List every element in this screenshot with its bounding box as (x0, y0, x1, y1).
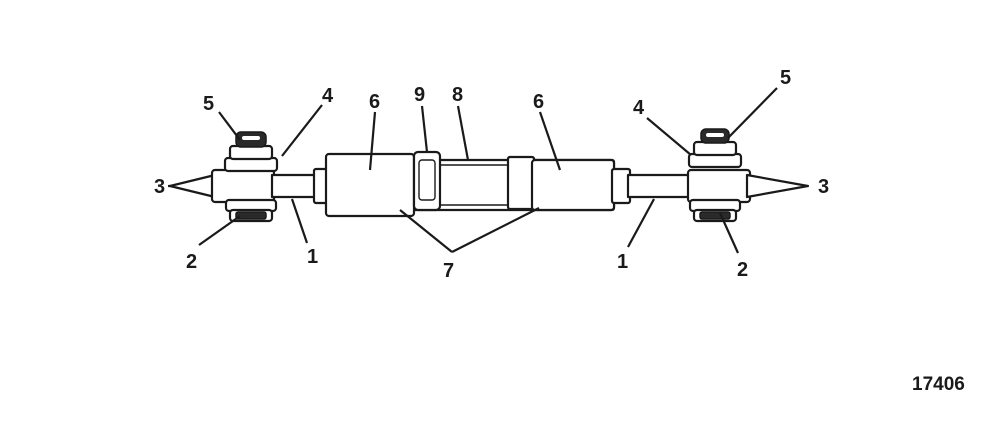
leader-1-left (290, 198, 309, 244)
leader-1-right (627, 198, 655, 248)
callout-6-right: 6 (533, 91, 544, 113)
right-stud-cap-highlight (706, 133, 724, 137)
callout-8: 8 (452, 84, 463, 106)
leader-7-a (399, 209, 453, 253)
leader-4-right (646, 117, 692, 156)
left-rod-end (270, 173, 318, 199)
callout-3-left: 3 (154, 176, 165, 198)
left-top-nut (228, 144, 274, 161)
right-end-assembly (686, 128, 810, 223)
right-adjuster-sleeve (530, 158, 616, 212)
left-eye-block (210, 168, 276, 204)
callout-5-right: 5 (780, 67, 791, 89)
leader-7-b (451, 207, 540, 253)
leader-2-left (198, 215, 241, 246)
figure-number: 17406 (912, 374, 965, 395)
callout-1-left: 1 (307, 246, 318, 268)
callout-5-left: 5 (203, 93, 214, 115)
leader-6-right (538, 111, 562, 171)
callout-3-right: 3 (818, 176, 829, 198)
leader-8 (456, 105, 470, 161)
left-end-assembly (168, 131, 279, 223)
left-bottom-nut-hex (235, 211, 267, 220)
leader-5-right (727, 87, 778, 139)
callout-2-right: 2 (737, 259, 748, 281)
right-top-nut (692, 140, 738, 157)
right-rod-end (626, 173, 692, 199)
callout-2-left: 2 (186, 251, 197, 273)
callout-labels: 5 4 6 9 8 6 4 5 3 3 2 1 7 1 2 (154, 67, 829, 282)
right-sleeve-collar (506, 155, 536, 211)
left-pointed-tip (168, 173, 217, 199)
callout-1-right: 1 (617, 251, 628, 273)
jam-nut-face (418, 159, 436, 201)
callout-7: 7 (443, 260, 454, 282)
callout-9: 9 (414, 84, 425, 106)
leader-5-left (218, 111, 241, 141)
callout-4-right: 4 (633, 97, 645, 119)
leader-2-right (718, 212, 740, 254)
center-tube-assembly (324, 150, 616, 218)
left-stud-cap-highlight (242, 136, 260, 140)
right-pointed-tip (745, 173, 810, 199)
leader-9 (420, 105, 429, 153)
right-eye-block (686, 168, 752, 204)
leader-4-left (281, 104, 323, 157)
right-bottom-nut-hex (699, 211, 731, 220)
leader-6-left (368, 111, 377, 171)
leader-lines (168, 87, 778, 254)
callout-6-left: 6 (369, 91, 380, 113)
callout-4-left: 4 (322, 85, 334, 107)
